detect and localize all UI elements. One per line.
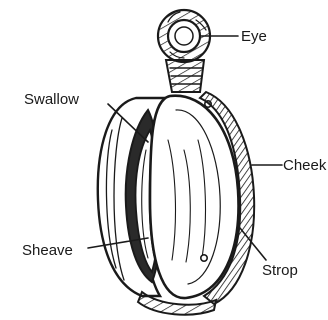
- label-sheave: Sheave: [22, 242, 73, 259]
- label-strop: Strop: [262, 262, 298, 279]
- label-eye: Eye: [241, 28, 267, 45]
- label-cheek: Cheek: [283, 157, 327, 174]
- rivet-bottom: [201, 255, 207, 261]
- label-swallow: Swallow: [24, 91, 79, 108]
- strop-neck: [166, 60, 204, 92]
